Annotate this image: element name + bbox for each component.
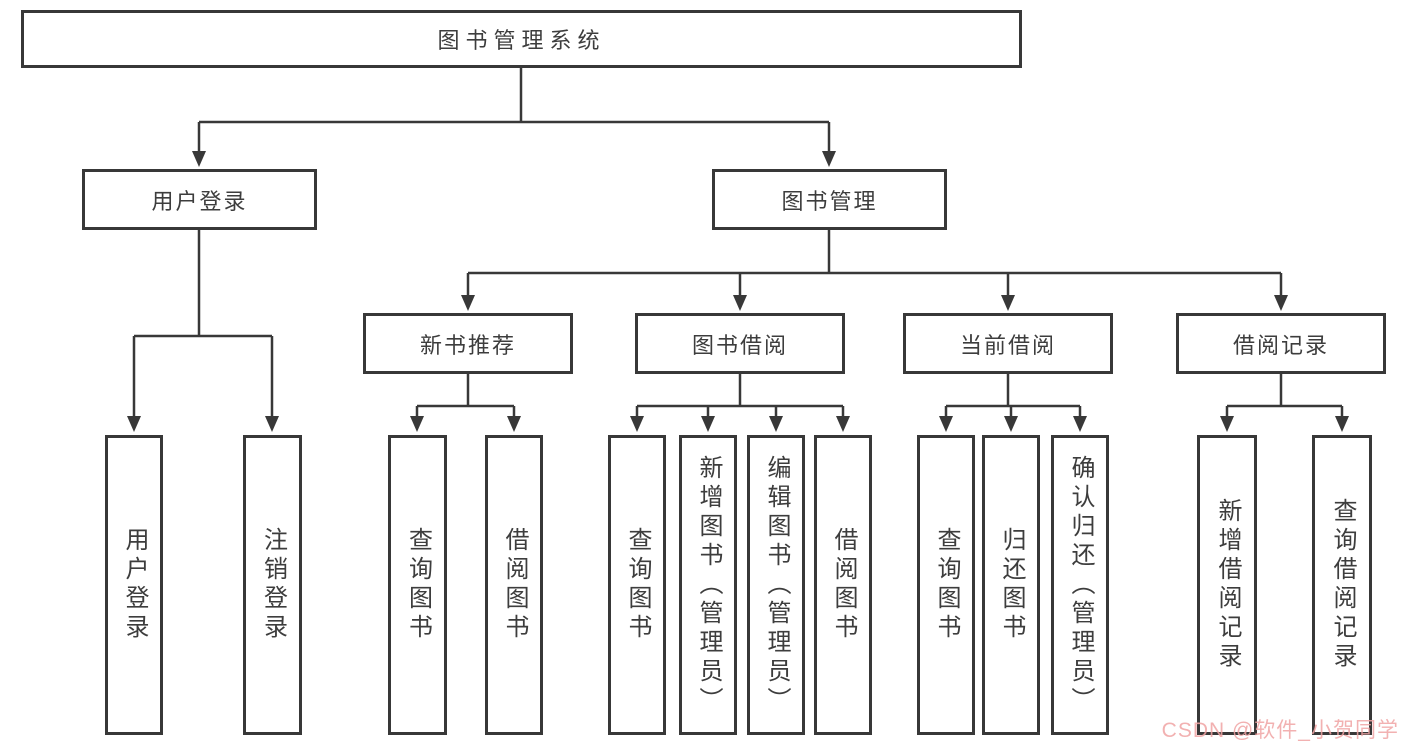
leaf-cb-query-books-label: 查询图书 — [933, 527, 960, 643]
leaf-logout-label: 注销登录 — [259, 527, 287, 643]
leaf-br-query-record: 查询借阅记录 — [1312, 435, 1372, 735]
leaf-nb-query-books: 查询图书 — [388, 435, 447, 735]
node-root: 图书管理系统 — [21, 10, 1022, 68]
leaf-user-login: 用户登录 — [105, 435, 163, 735]
leaf-nb-borrow-books: 借阅图书 — [485, 435, 543, 735]
leaf-nb-query-books-label: 查询图书 — [404, 527, 432, 643]
leaf-bb-edit-books-admin: 编辑图书（管理员） — [747, 435, 805, 735]
leaf-cb-confirm-return-admin-label: 确认归还（管理员） — [1067, 454, 1094, 716]
node-current-borrow: 当前借阅 — [903, 313, 1113, 374]
leaf-br-add-record-label: 新增借阅记录 — [1214, 498, 1241, 672]
node-new-book-recommend-label: 新书推荐 — [419, 332, 516, 358]
leaf-bb-add-books-admin-label: 新增图书（管理员） — [695, 454, 722, 716]
csdn-watermark: CSDN @软件_小贺同学 — [1161, 719, 1399, 742]
leaf-bb-borrow-books-label: 借阅图书 — [830, 527, 857, 643]
leaf-bb-borrow-books: 借阅图书 — [814, 435, 872, 735]
leaf-cb-confirm-return-admin: 确认归还（管理员） — [1051, 435, 1109, 735]
leaf-bb-query-books: 查询图书 — [608, 435, 666, 735]
leaf-bb-edit-books-admin-label: 编辑图书（管理员） — [763, 454, 790, 716]
node-book-borrow: 图书借阅 — [635, 313, 845, 374]
node-root-label: 图书管理系统 — [437, 28, 606, 53]
node-book-borrow-label: 图书借阅 — [691, 332, 788, 358]
leaf-cb-return-books: 归还图书 — [982, 435, 1040, 735]
node-new-book-recommend: 新书推荐 — [363, 313, 573, 374]
arrowheads — [127, 151, 1349, 432]
node-book-management-label: 图书管理 — [781, 188, 878, 214]
node-borrow-records-label: 借阅记录 — [1232, 332, 1329, 358]
leaf-logout: 注销登录 — [243, 435, 302, 735]
leaf-cb-query-books: 查询图书 — [917, 435, 975, 735]
node-book-management: 图书管理 — [712, 169, 947, 230]
leaf-br-add-record: 新增借阅记录 — [1197, 435, 1257, 735]
leaf-user-login-label: 用户登录 — [121, 527, 148, 643]
leaf-br-query-record-label: 查询借阅记录 — [1329, 498, 1356, 672]
leaf-bb-add-books-admin: 新增图书（管理员） — [679, 435, 737, 735]
node-borrow-records: 借阅记录 — [1176, 313, 1386, 374]
leaf-cb-return-books-label: 归还图书 — [998, 527, 1025, 643]
leaf-bb-query-books-label: 查询图书 — [624, 527, 651, 643]
node-current-borrow-label: 当前借阅 — [959, 332, 1056, 358]
node-user-login: 用户登录 — [82, 169, 317, 230]
node-user-login-label: 用户登录 — [151, 188, 248, 214]
leaf-nb-borrow-books-label: 借阅图书 — [501, 527, 528, 643]
